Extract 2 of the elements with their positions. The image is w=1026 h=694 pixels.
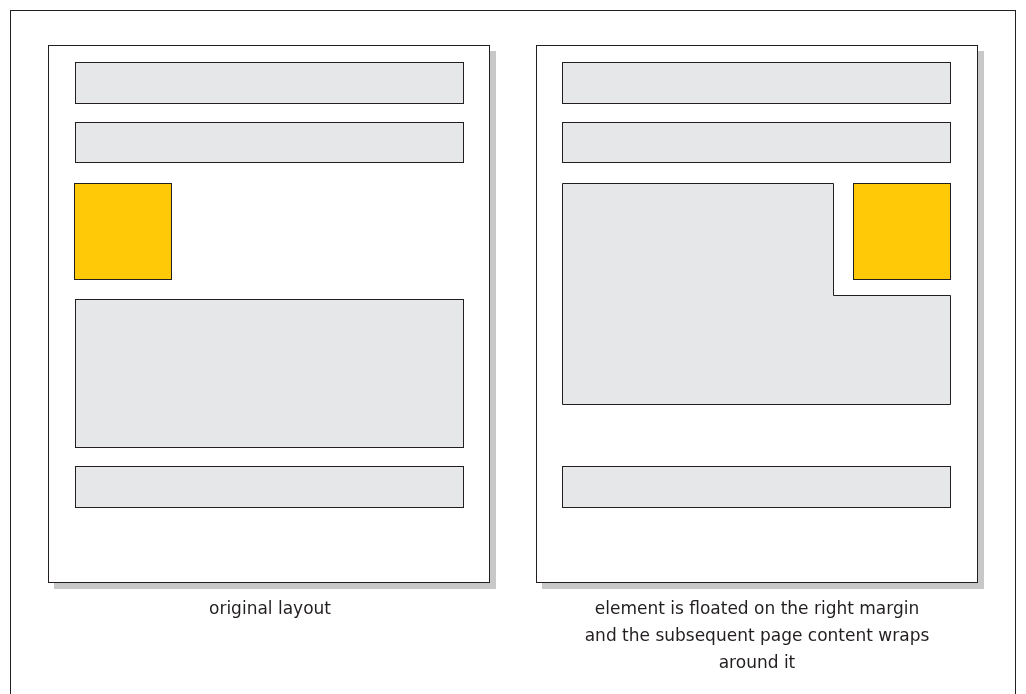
caption-text: element is floated on the right margin and the subsequent page content wraps around it	[584, 598, 930, 672]
caption-text: original layout	[209, 598, 331, 618]
